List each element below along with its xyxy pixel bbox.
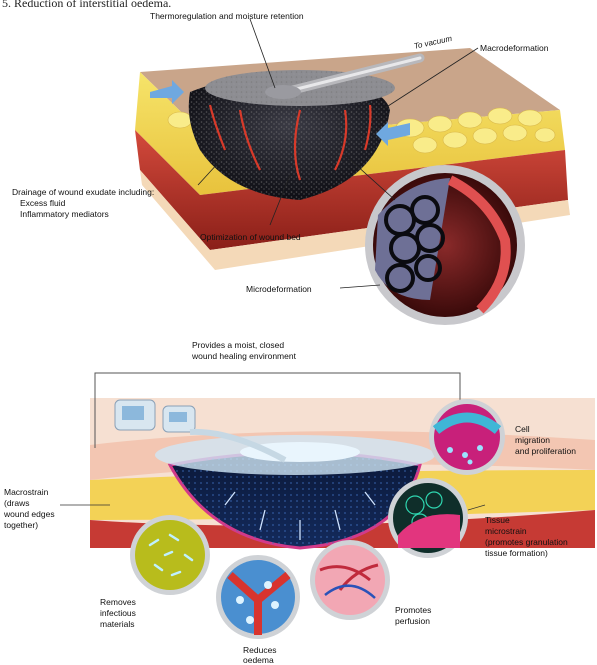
label-drainage-title: Drainage of wound exudate including: — [12, 187, 154, 197]
promotes-perfusion-inset — [310, 540, 390, 620]
label-tissue-line3: (promotes granulation — [485, 537, 568, 547]
label-drainage-inflammatory: Inflammatory mediators — [20, 209, 109, 219]
label-tissue-line2: microstrain — [485, 526, 527, 536]
removes-infectious-inset — [130, 515, 210, 595]
label-macrostrain-line2: (draws — [4, 498, 30, 508]
label-cell-line3: and proliferation — [515, 446, 576, 456]
label-reduces-line1: Reduces — [243, 645, 277, 655]
label-promotes-line1: Promotes — [395, 605, 431, 615]
cell-migration-inset — [429, 399, 505, 475]
tube-pad — [265, 85, 301, 99]
label-provides-line1: Provides a moist, closed — [192, 340, 284, 350]
label-cell-line2: migration — [515, 435, 550, 445]
label-removes-line1: Removes — [100, 597, 136, 607]
label-drainage-excess-fluid: Excess fluid — [20, 198, 65, 208]
reduces-oedema-inset — [216, 555, 300, 639]
label-tissue-line4: tissue formation) — [485, 548, 548, 558]
label-provides-line2: wound healing environment — [192, 351, 296, 361]
label-macrostrain-line4: together) — [4, 520, 38, 530]
label-macrostrain-line1: Macrostrain — [4, 487, 48, 497]
label-macrodeformation: Macrodeformation — [480, 43, 549, 53]
label-thermoregulation: Thermoregulation and moisture retention — [150, 11, 304, 21]
label-removes-line3: materials — [100, 619, 134, 629]
microdeformation-inset — [365, 165, 525, 325]
label-tissue-line1: Tissue — [485, 515, 510, 525]
tissue-microstrain-inset — [388, 478, 468, 558]
label-removes-line2: infectious — [100, 608, 136, 618]
label-optimization: Optimization of wound bed — [200, 232, 301, 242]
label-macrostrain-line3: wound edges — [4, 509, 55, 519]
label-promotes-line2: perfusion — [395, 616, 430, 626]
label-cell-line1: Cell — [515, 424, 530, 434]
label-microdeformation: Microdeformation — [246, 284, 312, 294]
